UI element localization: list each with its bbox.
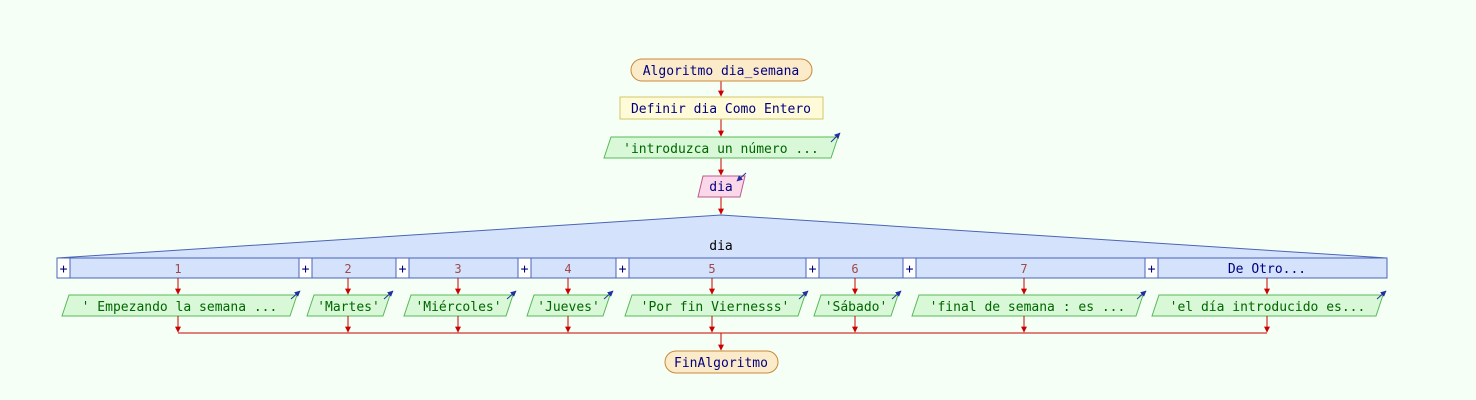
case-output: 'Martes' (306, 290, 394, 317)
end-terminal-label: FinAlgoritmo (674, 356, 768, 371)
output-arrow-icon (830, 132, 841, 143)
case-output: 'Sábado' (813, 290, 902, 317)
case-output-label: 'Jueves' (537, 300, 600, 315)
case-expand-toggle[interactable]: + (298, 257, 313, 279)
case-expand-toggle[interactable]: + (1144, 257, 1159, 279)
output-arrow-icon (1136, 290, 1147, 300)
output-arrow-icon (1376, 290, 1387, 300)
prompt-output-label: 'introduzca un número ... (623, 142, 819, 157)
case-expand-toggle[interactable]: + (517, 257, 532, 279)
output-arrow-icon (383, 290, 394, 300)
case-output-label: 'final de semana : es ... (930, 300, 1126, 315)
case-headers: +1 +2 +3 +4 +5 +6 +7 + De Otro... (56, 257, 1306, 279)
case-output-label: 'el día introducido es... (1170, 300, 1366, 315)
read-input: dia (697, 172, 747, 198)
case-expand-toggle-glyph: + (302, 262, 310, 277)
switch-block: dia +1 +2 +3 +4 +5 +6 +7 + De Otro... (56, 214, 1388, 279)
output-arrow-icon (891, 290, 902, 300)
output-arrow-icon (290, 290, 301, 300)
case-value-label: 5 (708, 262, 715, 276)
case-value-label: 2 (344, 262, 351, 276)
case-output: 'final de semana : es ... (911, 290, 1147, 317)
output-arrow-icon (603, 290, 614, 300)
define-process: Definir dia Como Entero (619, 96, 824, 120)
start-terminal-label: Algoritmo dia_semana (643, 64, 800, 79)
case-expand-toggle-glyph: + (619, 262, 627, 277)
case-expand-toggle-glyph: + (1148, 262, 1156, 277)
prompt-output: 'introduzca un número ... (603, 132, 841, 159)
case-expand-toggle[interactable]: + (56, 257, 71, 279)
case-value-label: 7 (1020, 262, 1027, 276)
case-value-label: 4 (564, 262, 571, 276)
case-output-label: ' Empezando la semana ... (82, 300, 278, 315)
case-output-label: 'Por fin Viernesss' (641, 300, 790, 315)
case-output: 'Por fin Viernesss' (624, 290, 809, 317)
output-arrow-icon (798, 290, 809, 300)
case-output: 'Jueves' (526, 290, 614, 317)
case-value-label: 6 (851, 262, 858, 276)
case-output-label: 'Sábado' (825, 300, 888, 315)
case-branches: ' Empezando la semana ... 'Martes' 'Miérco… (61, 278, 1387, 333)
case-expand-toggle-glyph: + (60, 262, 68, 277)
end-terminal: FinAlgoritmo (664, 350, 779, 374)
case-output: 'Miércoles' (403, 290, 517, 317)
case-value-label: De Otro... (1228, 262, 1306, 277)
switch-variable-label: dia (709, 239, 732, 254)
case-expand-toggle-glyph: + (521, 262, 529, 277)
case-value-label: 3 (454, 262, 461, 276)
case-expand-toggle[interactable]: + (615, 257, 630, 279)
case-value-label: 1 (174, 262, 181, 276)
define-process-label: Definir dia Como Entero (631, 102, 811, 117)
input-arrow-icon (736, 172, 747, 182)
output-arrow-icon (506, 290, 517, 300)
case-output: ' Empezando la semana ... (61, 290, 301, 317)
case-output: 'el día introducido es... (1151, 290, 1387, 317)
case-expand-toggle-glyph: + (809, 262, 817, 277)
case-output-label: 'Martes' (317, 300, 380, 315)
case-expand-toggle[interactable]: + (902, 257, 917, 279)
case-output-label: 'Miércoles' (415, 300, 501, 315)
case-expand-toggle[interactable]: + (805, 257, 820, 279)
main-connectors (178, 81, 1267, 351)
case-expand-toggle[interactable]: + (395, 257, 410, 279)
read-input-label: dia (709, 180, 732, 195)
start-terminal: Algoritmo dia_semana (630, 58, 813, 82)
case-expand-toggle-glyph: + (906, 262, 914, 277)
case-expand-toggle-glyph: + (399, 262, 407, 277)
